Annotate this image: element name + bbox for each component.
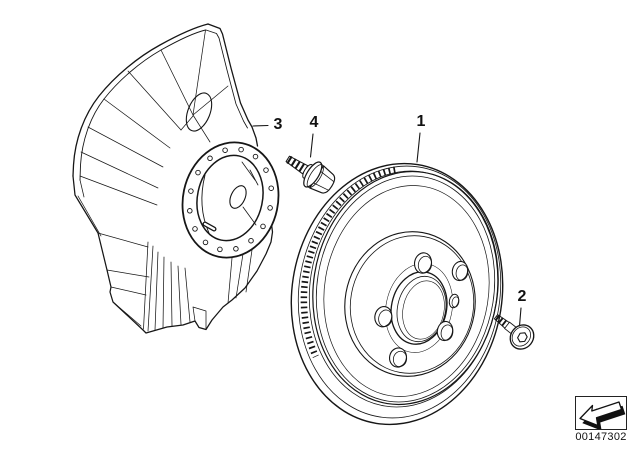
shield-fold-lines [79, 29, 229, 206]
leader-line-4 [309, 133, 314, 158]
leader-line-1 [416, 132, 421, 163]
back-arrow-icon [579, 401, 626, 431]
document-number: 00147302 [575, 431, 627, 443]
callout-3[interactable]: 3 [273, 116, 283, 133]
leader-line-2 [518, 307, 522, 327]
callout-2[interactable]: 2 [517, 288, 527, 305]
leader-line-3 [252, 124, 269, 127]
shield-body-folds [77, 179, 253, 332]
lug-holes [374, 252, 469, 368]
leader-lines [252, 124, 522, 327]
callout-1[interactable]: 1 [416, 113, 426, 130]
callout-4[interactable]: 4 [309, 114, 319, 131]
brake-disc-drawing[interactable] [273, 148, 521, 440]
flange-bolt-holes [187, 146, 274, 253]
set-screw-hole [448, 293, 460, 309]
thumbnail-box[interactable] [575, 396, 627, 431]
center-bore [390, 271, 448, 345]
splash-shield-drawing[interactable] [72, 23, 289, 334]
shield-flange-ring [181, 141, 280, 259]
hex-bolt-drawing[interactable] [280, 147, 339, 199]
retaining-screw-drawing[interactable] [488, 307, 538, 354]
